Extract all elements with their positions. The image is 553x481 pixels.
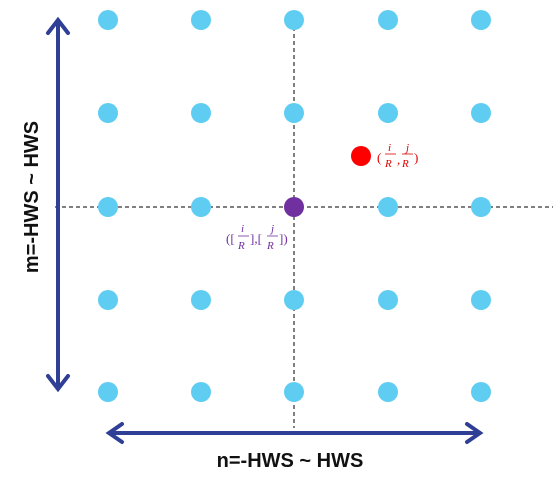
grid-dot	[98, 10, 118, 30]
target-label-num-j: j	[404, 142, 409, 154]
grid-dot	[98, 197, 118, 217]
grid-dot	[378, 197, 398, 217]
grid-dot	[471, 197, 491, 217]
target-label-den-i: R	[384, 158, 392, 170]
grid-dot	[191, 10, 211, 30]
integer-label-open: ([	[226, 231, 235, 246]
grid-dot	[471, 382, 491, 402]
grid-dot	[378, 103, 398, 123]
integer-point-label: ([ i R ],[ j R ])	[226, 223, 288, 252]
grid-dot	[471, 10, 491, 30]
grid-dot	[284, 103, 304, 123]
grid-dot	[191, 103, 211, 123]
grid-dot	[471, 103, 491, 123]
grid-dot	[98, 290, 118, 310]
target-label-comma: ,	[397, 152, 400, 167]
integer-point-dot	[284, 197, 304, 217]
grid-dot	[98, 382, 118, 402]
integer-label-close: ])	[279, 231, 288, 246]
integer-label-num-j: j	[269, 223, 274, 235]
grid-dot	[284, 10, 304, 30]
grid-dot	[191, 382, 211, 402]
grid-dot	[378, 382, 398, 402]
target-label-den-j: R	[401, 158, 409, 170]
target-label-open: (	[377, 150, 381, 165]
grid-dot	[284, 382, 304, 402]
target-point-label: ( i R , j R )	[377, 142, 418, 170]
target-label-close: )	[414, 150, 418, 165]
x-axis-label: n=-HWS ~ HWS	[217, 450, 364, 472]
integer-label-mid: ],[	[250, 231, 262, 246]
grid-dot	[378, 290, 398, 310]
grid-dot	[98, 103, 118, 123]
grid-dots	[98, 10, 491, 402]
vertical-range-arrow	[46, 16, 70, 393]
grid-dot	[471, 290, 491, 310]
grid-dot	[191, 197, 211, 217]
integer-label-den-i: R	[237, 240, 245, 252]
grid-dot	[191, 290, 211, 310]
y-axis-label: m=-HWS ~ HWS	[21, 121, 43, 273]
target-point-dot	[351, 146, 371, 166]
integer-label-den-j: R	[266, 240, 274, 252]
grid-dot	[378, 10, 398, 30]
grid-dot	[284, 290, 304, 310]
integer-label-num-i: i	[241, 223, 244, 235]
horizontal-range-arrow	[105, 422, 484, 444]
target-label-num-i: i	[388, 142, 391, 154]
